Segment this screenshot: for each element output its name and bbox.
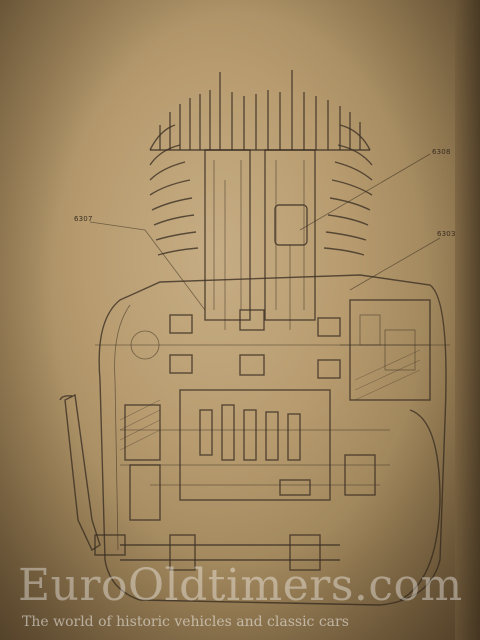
watermark-tagline: The world of historic vehicles and class… [22, 614, 349, 630]
kickstart-lever [59, 393, 126, 556]
part-label-6307: 6307 [74, 215, 93, 223]
cylinder-fins-left [149, 124, 199, 256]
bearings [130, 309, 341, 379]
cylinders [204, 149, 316, 330]
watermark-brand: EuroOldtimers.com [18, 560, 463, 611]
page-edge-shadow [455, 0, 480, 640]
crankcase [95, 274, 450, 606]
section-hatching [119, 349, 421, 451]
cylinder-head-fins [150, 70, 370, 151]
part-label-6303: 6303 [437, 230, 456, 238]
clutch-assembly [340, 299, 431, 401]
cylinder-fins-right [323, 124, 373, 256]
gearbox [120, 389, 390, 521]
bottom-shaft [120, 534, 340, 571]
part-label-6308: 6308 [432, 148, 451, 156]
leader-lines [89, 153, 441, 311]
